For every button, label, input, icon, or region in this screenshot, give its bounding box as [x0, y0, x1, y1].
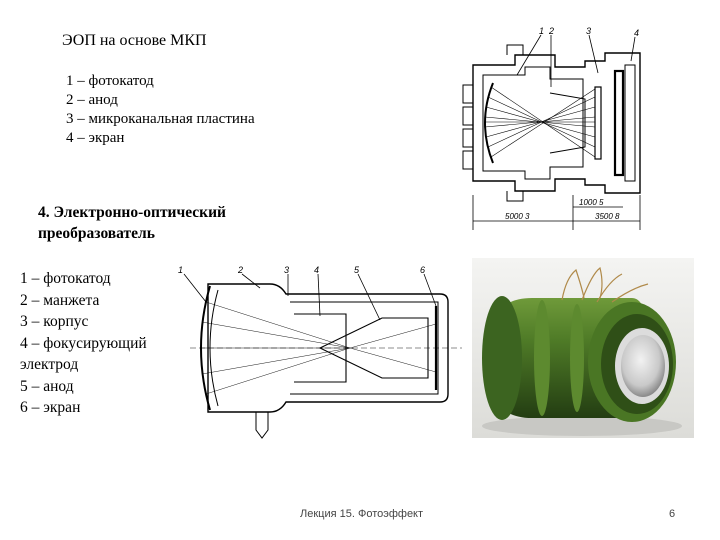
- mcp-dimension-label: 5000 3: [505, 212, 530, 221]
- converter-callout: 6: [420, 265, 425, 275]
- mcp-legend-item: 4 – экран: [66, 130, 125, 146]
- section-title-line: 4. Электронно-оптический: [38, 204, 226, 221]
- mcp-legend-item: 2 – анод: [66, 92, 118, 108]
- converter-callout: 3: [284, 265, 289, 275]
- mcp-dimension-label: 3500 8: [595, 212, 620, 221]
- converter-legend-item: 2 – манжета: [20, 291, 100, 309]
- mcp-legend-item: 1 – фотокатод: [66, 73, 154, 89]
- converter-legend-item: 4 – фокусирующий: [20, 334, 147, 352]
- converter-legend-item: 3 – корпус: [20, 313, 89, 330]
- converter-callout: 5: [354, 265, 360, 275]
- converter-callout: 1: [178, 265, 183, 275]
- page-number: 6: [669, 508, 676, 520]
- converter-legend-item: электрод: [20, 356, 79, 373]
- mcp-legend: 1 – фотокатод 2 – анод 3 – микроканальна…: [66, 72, 255, 148]
- mcp-dimension-label: 1000 5: [579, 198, 604, 207]
- converter-legend-item: 5 – анод: [20, 377, 74, 395]
- converter-callout: 4: [314, 265, 319, 275]
- tube-photo: [472, 258, 694, 438]
- footer-lecture: Лекция 15. Фотоэффект: [300, 508, 424, 520]
- section-title: 4. Электронно-оптический преобразователь: [38, 202, 226, 244]
- converter-legend-item: 1 – фотокатод: [20, 270, 111, 287]
- converter-legend-item: 6 – экран: [20, 399, 81, 416]
- mcp-intensifier-diagram: 1 2 3 4 1000 5 5000 3 3500 8: [462, 26, 641, 230]
- mcp-callout: 1: [539, 26, 544, 36]
- mcp-title: ЭОП на основе МКП: [62, 32, 207, 49]
- section-title-line: преобразователь: [38, 225, 155, 242]
- mcp-callout: 4: [634, 28, 639, 38]
- mcp-legend-item: 3 – микроканальная пластина: [66, 111, 255, 127]
- mcp-callout: 3: [586, 26, 591, 36]
- mcp-callout: 2: [548, 26, 554, 36]
- converter-diagram: 1 2 3 4 5 6: [178, 265, 462, 439]
- converter-legend: 1 – фотокатод 2 – манжета 3 – корпус 4 –…: [20, 268, 147, 419]
- converter-callout: 2: [237, 265, 243, 275]
